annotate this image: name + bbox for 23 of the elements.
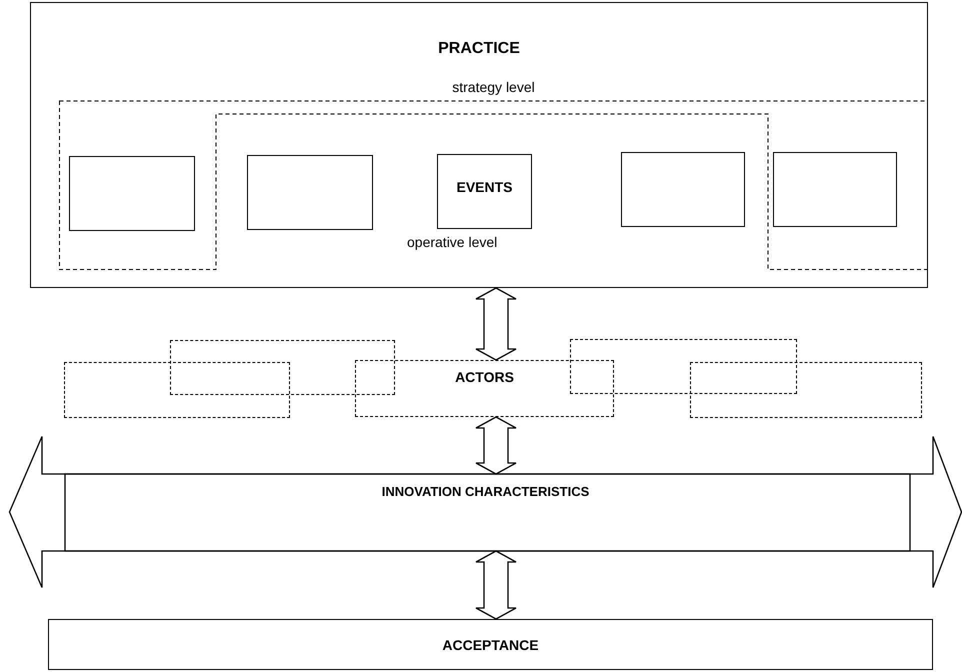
empty-box	[69, 156, 195, 231]
level-label: operative level	[407, 233, 498, 252]
innovation-characteristics-arrow	[9, 436, 962, 588]
actor-group-box	[170, 340, 395, 395]
node-label: EVENTS	[456, 178, 512, 197]
node-label: PRACTICE	[438, 39, 520, 59]
acceptance-box	[48, 619, 933, 670]
actor-group-box	[690, 362, 922, 418]
node-label: strategy level	[452, 78, 535, 97]
node-label: INNOVATION CHARACTERISTICS	[382, 483, 590, 501]
empty-box	[247, 155, 373, 230]
practice-panel	[30, 2, 928, 288]
node-label: ACTORS	[455, 368, 514, 387]
double-arrow	[475, 287, 517, 361]
node-label: ACCEPTANCE	[442, 636, 539, 655]
empty-box	[773, 152, 897, 227]
double-arrow	[475, 416, 517, 475]
empty-box	[621, 152, 745, 227]
double-arrow	[475, 550, 517, 620]
actor-group-box	[64, 362, 290, 418]
actor-group-box	[570, 339, 797, 394]
actors-box	[355, 360, 614, 417]
events-box	[437, 154, 532, 229]
